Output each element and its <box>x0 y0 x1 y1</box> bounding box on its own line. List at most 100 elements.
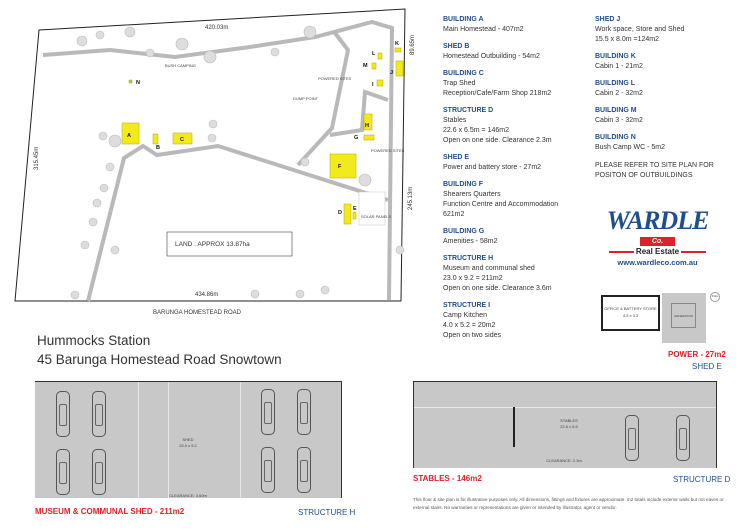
legend-line: Open on one side. Clearance 3.6m <box>443 285 552 292</box>
power-label: POWER - 27m2 <box>668 350 726 359</box>
legend-line: Camp Kitchen <box>443 312 487 319</box>
car-icon <box>261 447 275 493</box>
stables-room-label: STABLES <box>560 418 578 423</box>
legend-heading: BUILDING M <box>595 107 637 114</box>
legend-entry: BUILDING M Cabin 3 - 32m2 <box>595 106 745 126</box>
logo-brand: WARDLE <box>606 206 710 235</box>
shed-room-size: 23.0 x 9.2 <box>179 443 197 448</box>
wardle-logo: WARDLE Co. Real Estate www.wardleco.com.… <box>595 208 720 270</box>
legend-line: Shearers Quarters <box>443 191 501 198</box>
marker-m: M <box>363 63 368 69</box>
car-icon <box>92 449 106 495</box>
land-area: LAND : APPROX 13.87ha <box>175 241 250 248</box>
legend-heading: BUILDING G <box>443 228 485 235</box>
buildings <box>121 47 404 225</box>
legend-entry: BUILDING G Amenities - 58m2 <box>443 227 588 247</box>
dim-top: 420.03m <box>205 25 228 31</box>
legend-line: PLEASE REFER TO SITE PLAN FOR <box>595 162 714 169</box>
legend-heading: BUILDING N <box>595 134 636 141</box>
legend-entry: BUILDING L Cabin 2 - 32m2 <box>595 79 745 99</box>
car-icon <box>625 415 639 461</box>
museum-shed-floorplan: SHED 23.0 x 9.2 CLEARANCE: 3.60m <box>35 381 342 498</box>
shed-label: MUSEUM & COMMUNAL SHED - 211m2 <box>35 507 185 516</box>
disclaimer: This floor & site plan is for illustrati… <box>413 497 724 510</box>
stables-clearance: CLEARANCE: 2.3m <box>546 458 582 463</box>
legend-line: 15.5 x 8.0m =124m2 <box>595 36 660 43</box>
marker-k: K <box>395 41 399 47</box>
legend-heading: BUILDING A <box>443 16 484 23</box>
powered-sites-label-2: POWERED SITES <box>371 148 405 153</box>
logo-tagline: Real Estate <box>635 247 680 256</box>
legend-heading: BUILDING C <box>443 70 484 77</box>
marker-j: J <box>390 70 393 76</box>
power-shed-plan: OFFICE & BATTERY STORE 4.3 x 3.3 GENERAT… <box>598 288 728 373</box>
dim-right-top: 89.65m <box>410 35 416 55</box>
legend-line: POSITON OF OUTBUILDINGS <box>595 172 693 179</box>
dim-right: 245.13m <box>408 187 414 210</box>
legend-column-2: SHED J Work space, Store and Shed 15.5 x 8… <box>595 15 745 188</box>
legend-line: Open on one side. Clearance 2.3m <box>443 137 552 144</box>
roads <box>42 19 395 302</box>
shed-clearance: CLEARANCE: 3.60m <box>169 493 207 498</box>
marker-n: N <box>136 80 140 86</box>
dim-bottom: 434.86m <box>195 292 218 298</box>
property-address: 45 Barunga Homestead Road Snowtown <box>37 352 282 367</box>
power-room-size: 4.3 x 3.3 <box>622 313 639 318</box>
stables-floorplan: STABLES 22.6 x 6.5 CLEARANCE: 2.3m <box>413 381 717 468</box>
legend-heading: BUILDING F <box>443 181 484 188</box>
legend-line: Main Homestead - 407m2 <box>443 26 524 33</box>
legend-heading: BUILDING L <box>595 80 636 87</box>
property-name: Hummocks Station <box>37 333 151 348</box>
legend-line: Trap Shed <box>443 80 476 87</box>
website-link[interactable]: www.wardleco.com.au <box>617 258 698 267</box>
car-icon <box>261 389 275 435</box>
legend-line: Cabin 3 - 32m2 <box>595 117 643 124</box>
car-icon <box>676 415 690 461</box>
marker-a: A <box>127 133 131 139</box>
car-icon <box>297 447 311 493</box>
trees <box>70 25 405 300</box>
legend-entry: SHED E Power and battery store - 27m2 <box>443 153 588 173</box>
legend-heading: SHED J <box>595 16 621 23</box>
legend-line: Reception/Cafe/Farm Shop 218m2 <box>443 90 552 97</box>
car-icon <box>56 449 70 495</box>
legend-heading: BUILDING K <box>595 53 636 60</box>
legend-entry: BUILDING A Main Homestead - 407m2 <box>443 15 588 35</box>
dump-point-label: DUMP POINT <box>293 96 319 101</box>
solar-panels-label: SOLAR PANELS <box>361 214 391 219</box>
car-icon <box>56 391 70 437</box>
legend-line: 4.0 x 5.2 = 20m2 <box>443 322 496 329</box>
legend-heading: STRUCTURE D <box>443 107 494 114</box>
legend-line: Work space, Store and Shed <box>595 26 685 33</box>
power-room-label: OFFICE & BATTERY STORE <box>604 306 657 311</box>
logo-co: Co. <box>639 237 676 246</box>
car-icon <box>92 391 106 437</box>
legend-line: Cabin 1 - 21m2 <box>595 63 643 70</box>
marker-c: C <box>180 137 184 143</box>
shed-room-label: SHED <box>182 437 194 442</box>
legend-heading: STRUCTURE I <box>443 302 491 309</box>
legend-line: Museum and communal shed <box>443 265 535 272</box>
legend-line: Amenities - 58m2 <box>443 238 498 245</box>
legend-entry: SHED J Work space, Store and Shed 15.5 x 8… <box>595 15 745 45</box>
legend-line: Bush Camp WC - 5m2 <box>595 144 666 151</box>
marker-l: L <box>372 51 376 57</box>
dim-left: 315.45m <box>34 147 40 170</box>
legend-heading: SHED E <box>443 154 470 161</box>
marker-g: G <box>354 135 358 141</box>
legend-line: Cabin 2 - 32m2 <box>595 90 643 97</box>
stables-room-size: 22.6 x 6.5 <box>560 424 578 429</box>
generator-label: GENERATOR <box>674 314 693 318</box>
legend-entry: BUILDING N Bush Camp WC - 5m2 <box>595 133 745 153</box>
legend-line: 22.6 x 6.5m = 146m2 <box>443 127 509 134</box>
legend-heading: STRUCTURE H <box>443 255 494 262</box>
marker-h: H <box>365 123 369 129</box>
legend-line: Power and battery store - 27m2 <box>443 164 542 171</box>
stables-label: STABLES - 146m2 <box>413 474 482 483</box>
